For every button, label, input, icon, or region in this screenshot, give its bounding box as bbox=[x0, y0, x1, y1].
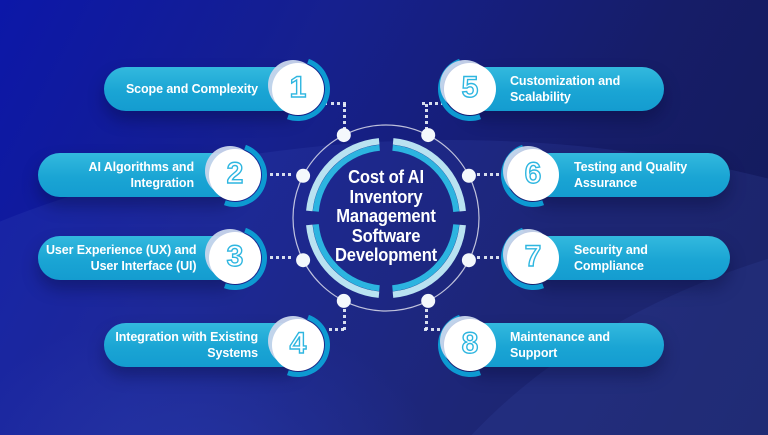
connector-8-vertical bbox=[425, 304, 428, 330]
hub-ring bbox=[292, 124, 480, 312]
pill-6-testing-and-quality-assurance: Testing and Quality Assurance bbox=[528, 153, 730, 197]
number-badge-5: 5 bbox=[427, 46, 513, 132]
connector-5-horizontal bbox=[422, 102, 444, 105]
hub-dot-bottom-left bbox=[336, 293, 351, 308]
number-badge-1: 1 bbox=[255, 46, 341, 132]
hub-outer-circle bbox=[292, 124, 480, 312]
hub-dot-left-upper bbox=[296, 168, 311, 183]
number-circle-3: 3 bbox=[209, 232, 261, 284]
connector-6-horizontal bbox=[477, 173, 505, 176]
hub-dot-right-upper bbox=[461, 168, 476, 183]
hub-dot-top-left bbox=[336, 128, 351, 143]
hub-dot-right-lower bbox=[461, 253, 476, 268]
connector-5-vertical bbox=[425, 104, 428, 130]
number-3: 3 bbox=[226, 240, 244, 273]
hub-dot-bottom-right bbox=[421, 293, 436, 308]
number-badge-7: 7 bbox=[490, 215, 576, 301]
connector-1-horizontal bbox=[324, 102, 346, 105]
pill-5-customization-and-scalability: Customization and Scalability bbox=[464, 67, 664, 111]
number-badge-4: 4 bbox=[255, 302, 341, 388]
number-circle-6: 6 bbox=[507, 149, 559, 201]
hub-title: Cost of AI Inventory Management Software… bbox=[335, 167, 437, 265]
connector-4-horizontal bbox=[322, 328, 344, 331]
number-circle-5: 5 bbox=[444, 63, 496, 115]
connector-1-vertical bbox=[343, 104, 346, 130]
pill-8-maintenance-and-support: Maintenance and Support bbox=[464, 323, 664, 367]
pill-2-ai-algorithms-and-integration: AI Algorithms and Integration bbox=[38, 153, 240, 197]
number-4: 4 bbox=[289, 327, 307, 360]
pill-3-label: User Experience (UX) and User Interface … bbox=[46, 243, 197, 273]
number-badge-8: 8 bbox=[427, 302, 513, 388]
pill-1-scope-and-complexity: Scope and Complexity bbox=[104, 67, 304, 111]
number-6: 6 bbox=[524, 157, 542, 190]
pill-4-integration-with-existing-systems: Integration with Existing Systems bbox=[104, 323, 304, 367]
pill-7-label: Security and Compliance bbox=[574, 243, 648, 273]
pill-8-label: Maintenance and Support bbox=[510, 330, 610, 360]
pill-3-user-experience-user-interface: User Experience (UX) and User Interface … bbox=[38, 236, 240, 280]
number-circle-7: 7 bbox=[507, 232, 559, 284]
connector-4-vertical bbox=[343, 304, 346, 330]
pill-1-label: Scope and Complexity bbox=[125, 82, 258, 96]
number-2: 2 bbox=[226, 157, 244, 190]
number-circle-4: 4 bbox=[272, 319, 324, 371]
number-badge-2: 2 bbox=[192, 132, 278, 218]
number-7: 7 bbox=[524, 240, 542, 273]
connector-2-horizontal bbox=[263, 173, 291, 176]
pill-4-label: Integration with Existing Systems bbox=[115, 330, 258, 360]
number-8: 8 bbox=[461, 327, 479, 360]
number-badge-6: 6 bbox=[490, 132, 576, 218]
hub-dot-top-right bbox=[421, 128, 436, 143]
hub-dot-left-lower bbox=[296, 253, 311, 268]
connector-3-horizontal bbox=[263, 256, 291, 259]
number-5: 5 bbox=[461, 71, 479, 104]
number-1: 1 bbox=[289, 71, 307, 104]
hub-dots bbox=[296, 128, 476, 308]
number-badge-3: 3 bbox=[192, 215, 278, 301]
pill-5-label: Customization and Scalability bbox=[510, 74, 621, 104]
number-circle-2: 2 bbox=[209, 149, 261, 201]
connector-8-horizontal bbox=[424, 328, 446, 331]
number-circle-1: 1 bbox=[272, 63, 324, 115]
pill-6-label: Testing and Quality Assurance bbox=[574, 160, 688, 190]
pill-2-label: AI Algorithms and Integration bbox=[88, 160, 195, 190]
connector-7-horizontal bbox=[477, 256, 505, 259]
number-circle-8: 8 bbox=[444, 319, 496, 371]
pill-7-security-and-compliance: Security and Compliance bbox=[528, 236, 730, 280]
